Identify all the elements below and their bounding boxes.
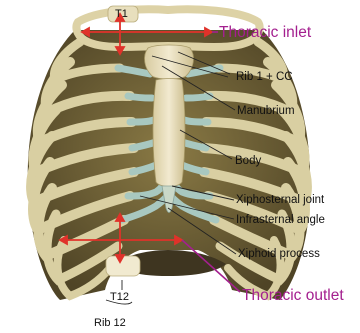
- label-rib12: Rib 12: [94, 317, 126, 329]
- label-thoracic-inlet: Thoracic inlet: [219, 24, 312, 41]
- sternum-body-bone: [153, 79, 185, 187]
- label-infrasternal-angle: Infrasternal angle: [236, 214, 325, 226]
- label-manubrium: Manubrium: [237, 105, 295, 117]
- label-t1: T1: [115, 8, 128, 20]
- label-thoracic-outlet: Thoracic outlet: [242, 287, 344, 304]
- label-t12: T12: [110, 291, 129, 303]
- label-xiphoid-process: Xiphoid process: [238, 248, 320, 260]
- label-rib1-cc: Rib 1 + CC: [236, 71, 293, 83]
- manubrium-bone: [145, 45, 194, 79]
- t12-vertebra: [106, 256, 140, 276]
- label-xiphosternal-joint: Xiphosternal joint: [236, 194, 325, 206]
- label-body: Body: [235, 155, 261, 167]
